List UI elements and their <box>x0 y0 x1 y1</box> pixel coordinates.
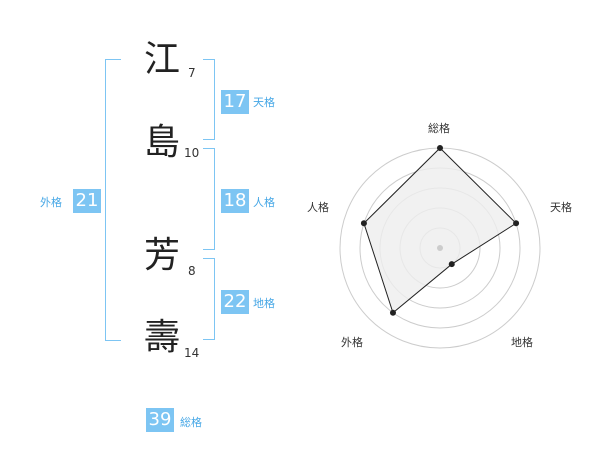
radar-point-0 <box>437 145 443 151</box>
radar-point-2 <box>448 261 455 268</box>
stroke-count-2: 10 <box>184 146 200 160</box>
sou-badge: 39 <box>146 408 174 432</box>
sou-label: 総格 <box>180 416 202 429</box>
radar-series-polygon <box>363 147 517 314</box>
name-char-1: 江 <box>143 39 180 80</box>
jin-label: 人格 <box>253 196 275 209</box>
gai-bracket <box>105 59 121 341</box>
chi-bracket <box>203 258 215 340</box>
radar-axis-label-sou: 総格 <box>428 122 450 135</box>
name-char-2: 島 <box>143 122 180 163</box>
radar-axis-label-ten: 天格 <box>550 201 572 214</box>
ten-bracket <box>203 59 215 140</box>
chi-label: 地格 <box>253 297 275 310</box>
stroke-count-1: 7 <box>188 66 196 80</box>
name-char-3: 芳 <box>143 235 180 276</box>
chi-badge: 22 <box>221 290 249 314</box>
ten-label: 天格 <box>253 96 275 109</box>
radar-point-1 <box>513 220 520 227</box>
radar-axis-label-gai: 外格 <box>341 336 363 349</box>
ten-badge: 17 <box>221 90 249 114</box>
jin-badge: 18 <box>221 189 249 213</box>
radar-axis-label-jin: 人格 <box>307 201 329 214</box>
radar-point-4 <box>360 220 367 227</box>
radar-point-3 <box>389 309 396 316</box>
gai-label: 外格 <box>40 196 62 209</box>
radar-axis-label-chi: 地格 <box>511 336 533 349</box>
radar-center-dot <box>437 245 443 251</box>
name-char-4: 壽 <box>143 317 180 358</box>
gai-badge: 21 <box>73 189 101 213</box>
stroke-count-4: 14 <box>184 346 200 360</box>
stroke-count-3: 8 <box>188 264 196 278</box>
jin-bracket <box>203 148 215 250</box>
